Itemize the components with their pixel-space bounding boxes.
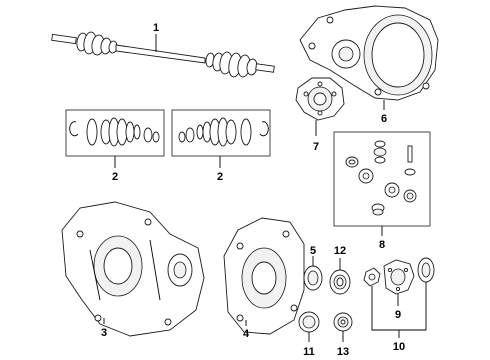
seal-5[interactable] <box>303 265 323 291</box>
callout-8[interactable]: 8 <box>379 239 385 251</box>
callout-6[interactable]: 6 <box>381 113 387 125</box>
bearing-12[interactable] <box>329 269 351 295</box>
pinion-flange[interactable] <box>295 77 345 121</box>
differential-carrier[interactable] <box>61 201 205 337</box>
boot-kit-left[interactable] <box>65 109 165 157</box>
callout-2-right[interactable]: 2 <box>217 171 223 183</box>
callout-4[interactable]: 4 <box>243 328 250 340</box>
left-cv-boot <box>76 31 118 56</box>
output-flange-group[interactable] <box>363 257 435 295</box>
callout-5[interactable]: 5 <box>310 245 316 257</box>
callout-12[interactable]: 12 <box>334 245 346 257</box>
differential-gear-kit[interactable] <box>333 131 431 227</box>
output-flange-9 <box>383 259 415 295</box>
seal-11[interactable] <box>298 311 320 333</box>
callout-11[interactable]: 11 <box>303 346 315 358</box>
seal-10-icon <box>417 257 435 283</box>
callout-3[interactable]: 3 <box>101 327 107 339</box>
axle-shaft-assembly[interactable] <box>51 31 275 78</box>
boot-kit-right[interactable] <box>171 109 271 157</box>
callout-9[interactable]: 9 <box>395 309 401 321</box>
differential-cover-housing[interactable] <box>299 5 439 101</box>
callout-7[interactable]: 7 <box>313 141 319 153</box>
boot-left-icon <box>100 117 141 147</box>
nut-icon <box>363 267 381 287</box>
boot-right-icon <box>196 117 237 147</box>
callout-1[interactable]: 1 <box>153 22 159 34</box>
bearing-13[interactable] <box>333 312 353 332</box>
right-cv-boot <box>205 51 258 78</box>
callout-13[interactable]: 13 <box>337 346 349 358</box>
callout-10[interactable]: 10 <box>393 341 405 353</box>
callout-2-left[interactable]: 2 <box>112 171 118 183</box>
differential-case-cover[interactable] <box>223 217 305 335</box>
